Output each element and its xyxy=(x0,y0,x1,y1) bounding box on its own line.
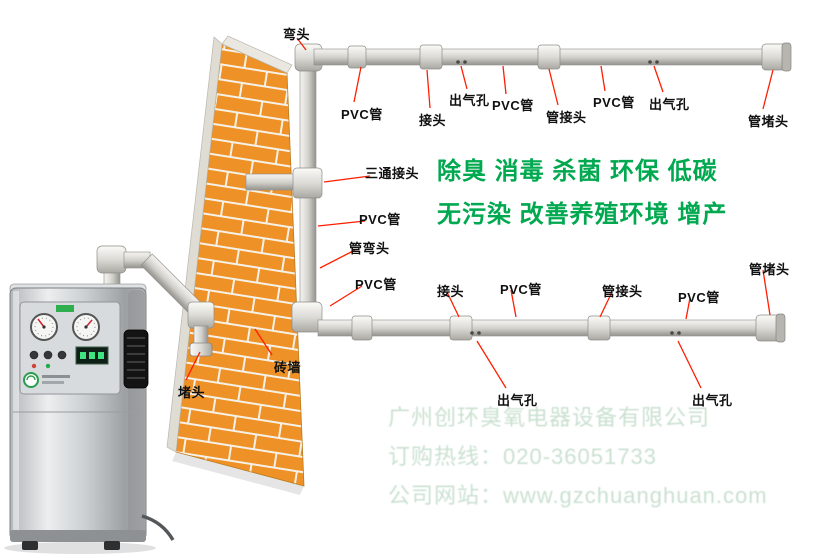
panel-green-label xyxy=(56,305,74,312)
coupling xyxy=(419,44,443,70)
control-panel xyxy=(19,301,121,395)
pipe-network xyxy=(96,42,792,357)
pipe-top-run xyxy=(313,42,792,72)
leader-line-plug xyxy=(185,351,201,381)
watermark-company-name: 广州创环臭氧电器设备有限公司 xyxy=(388,405,711,430)
leader-line-pvc-pipe-top-2 xyxy=(502,65,507,95)
coupling xyxy=(449,315,473,341)
end-cap-ring xyxy=(775,313,786,343)
digital-display xyxy=(75,346,109,365)
company-watermark: 广州创环臭氧电器设备有限公司 订购热线：020-36051733 公司网站：ww… xyxy=(388,398,768,515)
leader-line-joint-mid xyxy=(446,291,460,318)
leader-line-air-hole-mid-1 xyxy=(476,340,507,389)
pipe-joint-coupling xyxy=(587,315,611,341)
leader-line-pvc-pipe-riser-1 xyxy=(317,220,366,227)
pipe-feed-from-machine xyxy=(96,245,215,357)
power-cable xyxy=(141,514,175,541)
pressure-gauge-right xyxy=(72,313,100,341)
leader-line-pvc-pipe-top-1 xyxy=(353,66,362,103)
wall-shadow xyxy=(172,452,304,495)
plug-cap xyxy=(189,342,213,357)
leader-line-pipe-elbow xyxy=(319,249,356,269)
end-cap-ring xyxy=(781,42,792,72)
leader-line-pvc-pipe-riser-2 xyxy=(329,285,363,307)
slogan-line-1: 除臭 消毒 杀菌 环保 低碳 xyxy=(437,158,718,185)
watermark-website: 公司网站：www.gzchuanghuan.com xyxy=(388,483,768,508)
bottom-elbow-fitting xyxy=(291,301,323,333)
leader-line-air-hole-mid-2 xyxy=(677,340,702,389)
leader-line-elbow-top xyxy=(296,37,307,51)
brand-logo xyxy=(23,372,70,388)
machine-foot xyxy=(22,541,38,550)
leader-line-pipe-joint-mid xyxy=(599,291,613,318)
coupling xyxy=(347,45,367,69)
machine-foot xyxy=(104,541,120,550)
coupling xyxy=(351,315,373,341)
leader-line-tee-joint xyxy=(323,175,371,183)
leader-line-pvc-pipe-mid-2 xyxy=(685,297,691,320)
leader-line-air-hole-top-1 xyxy=(460,65,468,90)
leader-line-pvc-pipe-top-3 xyxy=(600,65,606,92)
pipe-middle-run xyxy=(317,313,786,343)
leader-line-joint-top xyxy=(426,69,431,109)
leader-line-air-hole-top-2 xyxy=(653,65,664,93)
machine-edge-highlight xyxy=(13,291,19,537)
fan-grille xyxy=(123,329,149,389)
watermark-phone: 订购热线：020-36051733 xyxy=(388,444,657,469)
slogan-line-2: 无污染 改善养殖环境 增产 xyxy=(437,201,728,228)
pressure-gauge-left xyxy=(30,313,58,341)
air-holes-middle xyxy=(470,331,681,335)
ozone-generator xyxy=(4,283,175,554)
tee-fitting xyxy=(292,167,323,199)
air-holes-top xyxy=(456,60,659,64)
wall-top-face xyxy=(221,35,293,74)
slogan: 除臭 消毒 杀菌 环保 低碳 无污染 改善养殖环境 增产 xyxy=(437,150,727,236)
leader-line-pipe-cap-mid xyxy=(762,269,771,316)
pipe-riser xyxy=(291,43,323,333)
brick-wall xyxy=(166,35,305,495)
machine-base xyxy=(10,530,146,542)
control-knobs xyxy=(29,350,67,369)
leader-line-pvc-pipe-mid-1 xyxy=(510,289,517,318)
leader-line-pipe-joint-top xyxy=(548,68,559,106)
leader-line-brick-wall xyxy=(254,328,273,356)
leader-line-pipe-cap-top xyxy=(762,69,774,110)
